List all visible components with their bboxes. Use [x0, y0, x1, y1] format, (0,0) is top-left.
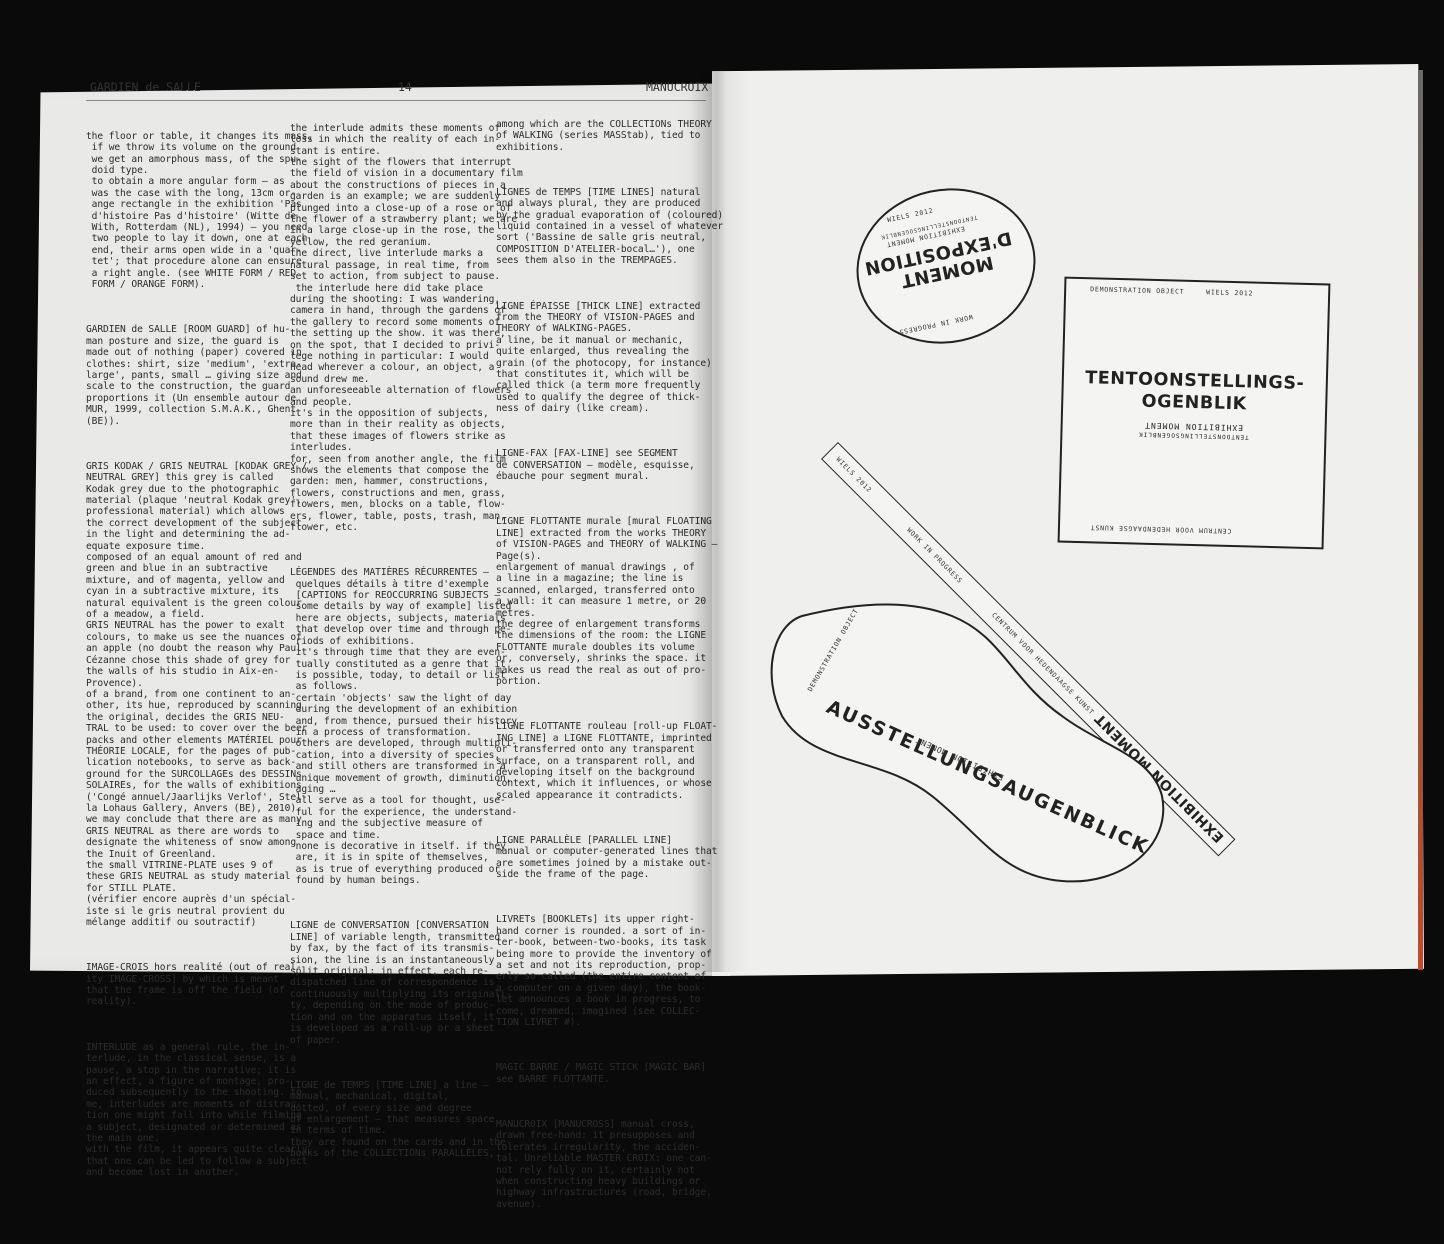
entry-ligne-parallele: LIGNE PARALLÈLE [PARALLEL LINE] manual o…	[496, 834, 717, 881]
entry-paragraph: the floor or table, it changes its mass,…	[86, 130, 313, 291]
circle-sticker-title: MOMENT D'EXPOSITION	[862, 227, 1017, 295]
entry-interlude: INTERLUDE as a general rule, the in- ter…	[86, 1041, 308, 1179]
entry-interlude-cont: the interlude admits these moments of lo…	[290, 122, 523, 534]
text-column-2: the interlude admits these moments of lo…	[290, 100, 523, 1193]
circle-edge-text-2: WORK IN PROGRESS	[897, 312, 974, 337]
left-page	[30, 83, 730, 976]
square-edge-top: DEMONSTRATION OBJECT	[1090, 285, 1185, 296]
entry-livrets: LIVRETs [BOOKLETs] its upper right- hand…	[496, 914, 712, 1029]
entry-collections-cont: among which are the COLLECTIONs THEORY o…	[496, 118, 712, 153]
entry-gris-kodak: GRIS KODAK / GRIS NEUTRAL [KODAK GREY / …	[86, 460, 308, 929]
page-number: 14	[398, 80, 412, 94]
entry-ligne-epaisse: LIGNE ÉPAISSE [THICK LINE] extracted fro…	[496, 300, 712, 415]
square-sticker-title: TENTOONSTELLINGS- OGENBLIK	[1063, 367, 1326, 418]
entry-manucroix: MANUCROIX [MANUCROSS] manual cross, draw…	[496, 1118, 712, 1210]
square-sticker: DEMONSTRATION OBJECT WIELS 2012 TENTOONS…	[1057, 276, 1331, 550]
header-rule	[86, 100, 706, 101]
circle-edge-text: WIELS 2012	[886, 206, 935, 225]
square-edge-top-2: WIELS 2012	[1206, 288, 1254, 298]
blob-sticker: AUSSTELLUNGSAUGENBLICK EXHIBITION MOMENT…	[762, 596, 1182, 886]
entry-ligne-fax: LIGNE-FAX [FAX-LINE] see SEGMENT de CONV…	[496, 448, 695, 483]
entry-image-crois: IMAGE-CROIS hors realité (out of real- i…	[86, 962, 302, 1008]
running-header-title: GARDIEN de SALLE	[90, 80, 201, 94]
square-edge-bottom: CENTRUM VOOR HEDENDAAGSE KUNST	[1089, 523, 1232, 536]
booklet-spread: GARDIEN de SALLE 14 MANUCROIX the floor …	[30, 64, 1424, 1210]
entry-ligne-de-conversation: LIGNE de CONVERSATION [CONVERSATION LINE…	[290, 920, 512, 1046]
entry-magic-barre: MAGIC BARRE / MAGIC STICK [MAGIC BAR] se…	[496, 1062, 707, 1085]
entry-ligne-de-temps: LIGNE de TEMPS [TIME LINE] a line – manu…	[290, 1079, 506, 1160]
running-header-section: MANUCROIX	[646, 80, 709, 94]
text-column-3: among which are the COLLECTIONs THEORY o…	[496, 96, 724, 1244]
entry-lignes-de-temps: LIGNES de TEMPS [TIME LINES] natural and…	[496, 186, 724, 267]
page-edge	[1418, 70, 1423, 970]
entry-legendes: LÉGENDES des MATIÈRES RÉCURRENTES – quel…	[290, 567, 518, 887]
entry-ligne-flottante-murale: LIGNE FLOTTANTE murale [mural FLOATING L…	[496, 516, 717, 688]
entry-ligne-flottante-rouleau: LIGNE FLOTTANTE rouleau [roll-up FLOAT- …	[496, 721, 718, 801]
entry-gardien-de-salle: GARDIEN de SALLE [ROOM GUARD] of hu- man…	[86, 324, 302, 427]
text-column-1: the floor or table, it changes its mass,…	[86, 108, 313, 1212]
blob-outline	[770, 603, 1165, 883]
